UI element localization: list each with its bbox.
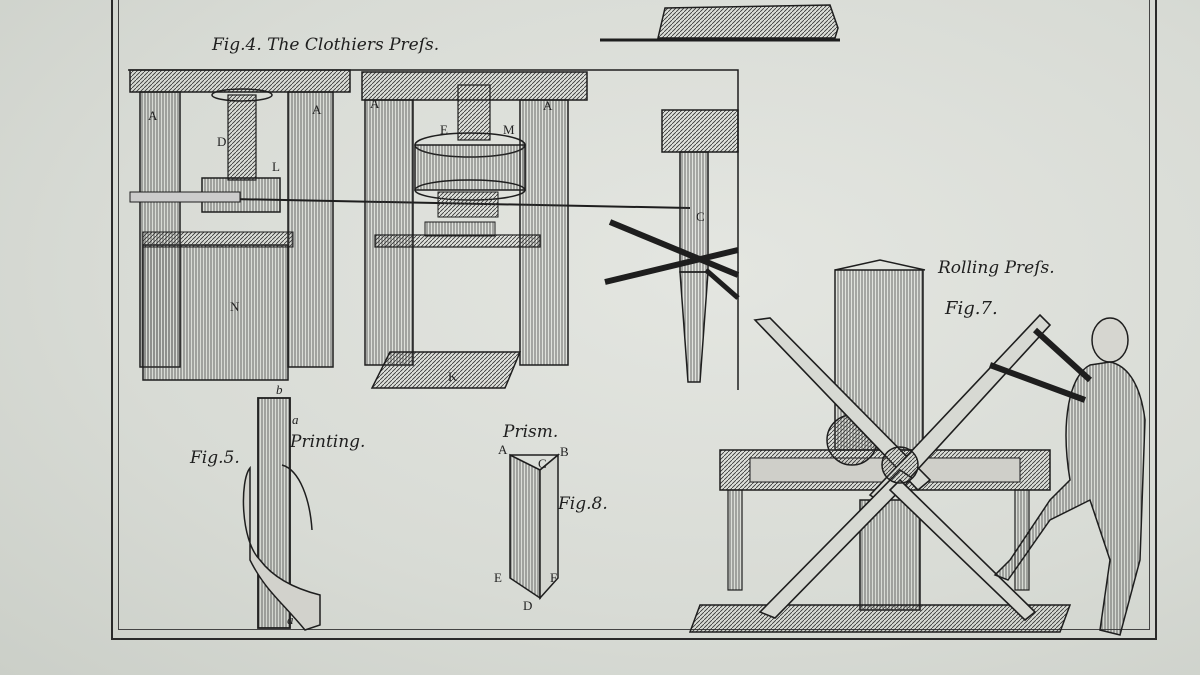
label-a: a <box>292 412 299 427</box>
label-prism-D: D <box>523 598 533 613</box>
caption-fig5: Fig.5. <box>190 448 240 468</box>
clothiers-press <box>128 69 740 390</box>
caption-fig8: Fig.8. <box>558 494 608 514</box>
label-prism-B: B <box>560 444 569 459</box>
rolling-press <box>688 259 1146 636</box>
caption-fig7: Fig.7. <box>945 298 998 319</box>
label-prism-F: F <box>550 570 558 585</box>
label-N: N <box>230 299 240 314</box>
top-partial-object <box>600 4 840 42</box>
label-E: E <box>440 122 448 137</box>
caption-rolling-press: Rolling Preſs. <box>938 258 1055 278</box>
plate-border-outer <box>111 0 1157 640</box>
label-a-bottom: a <box>287 612 294 627</box>
plate-border-inner <box>118 0 1150 630</box>
caption-fig4: Fig.4. The Clothiers Preſs. <box>212 35 440 55</box>
label-prism-A: A <box>498 442 508 457</box>
label-D: D <box>217 134 227 149</box>
label-L: L <box>272 159 280 174</box>
label-prism-C: C <box>538 456 547 471</box>
label-A2: A <box>312 102 322 117</box>
label-A1: A <box>148 108 158 123</box>
label-K: K <box>448 369 458 384</box>
label-M: M <box>503 122 515 137</box>
printing-composing-stick <box>242 397 321 631</box>
caption-printing: Printing. <box>290 432 366 452</box>
prism-diagram <box>509 453 561 600</box>
label-prism-E: E <box>494 570 502 585</box>
caption-prism: Prism. <box>503 422 559 442</box>
label-A4: A <box>543 98 553 113</box>
label-C: C <box>696 209 705 224</box>
label-b: b <box>276 382 283 397</box>
label-A3: A <box>370 96 380 111</box>
